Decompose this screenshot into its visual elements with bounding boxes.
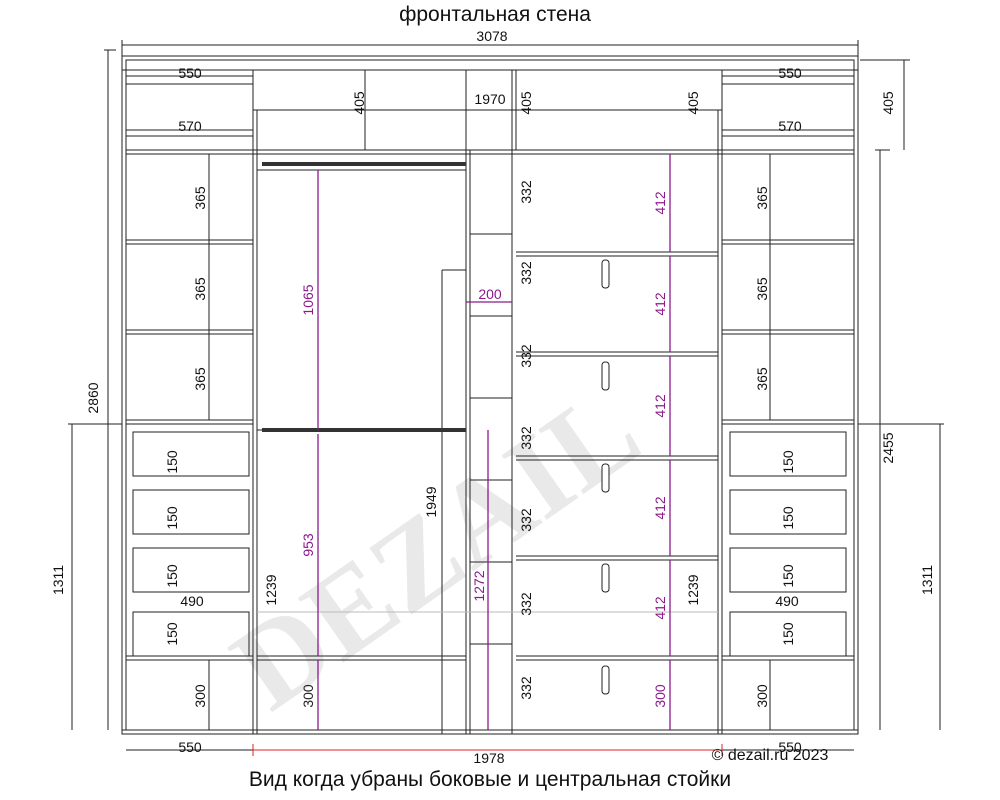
watermark: DEZAIL — [209, 362, 662, 735]
purple-measure-lines — [317, 154, 671, 730]
hanging-rails — [262, 162, 466, 432]
dim-right-drawer-3: 150 — [780, 564, 796, 588]
dim-right-center-4: 412 — [652, 496, 668, 520]
dim-long-hang: 1949 — [423, 486, 439, 517]
purple-labels: 1065 953 300 200 1272 412 412 412 412 41… — [300, 191, 668, 708]
dim-hang-lower: 953 — [300, 533, 316, 557]
dim-right-section-height: 1239 — [685, 574, 701, 605]
dim-left-shelf-3: 365 — [192, 367, 208, 391]
diagram-caption: Вид когда убраны боковые и центральная с… — [249, 768, 731, 791]
dim-top-left-width: 550 — [178, 65, 202, 81]
diagram-title: фронтальная стена — [399, 3, 591, 26]
dim-center-shelf-2: 332 — [518, 261, 534, 285]
dim-right-shelf-2: 365 — [754, 277, 770, 301]
dim-right-mid-width: 570 — [778, 118, 802, 134]
dim-bottom-right-width: 550 — [778, 739, 802, 755]
dim-right-drawer-1: 150 — [780, 450, 796, 474]
dim-right-shelf-1: 365 — [754, 186, 770, 210]
dim-right-lower-height: 1311 — [919, 565, 935, 595]
dim-left-section-height: 1239 — [263, 574, 279, 605]
dim-left-bottom: 300 — [192, 684, 208, 708]
dim-hang-bottom: 300 — [300, 684, 316, 708]
dim-center-shelf-3: 332 — [518, 344, 534, 368]
dim-left-mid-width: 570 — [178, 118, 202, 134]
dim-left-drawer-3: 150 — [164, 564, 180, 588]
dim-center-shelf-1: 332 — [518, 180, 534, 204]
dim-total-height: 2860 — [85, 382, 101, 413]
dim-left-drawer-4: 150 — [164, 622, 180, 646]
dim-right-total-height: 2455 — [880, 432, 896, 463]
dimension-labels: 550 550 1970 570 570 405 405 405 405 286… — [50, 65, 935, 755]
dim-center-shelf-6: 332 — [518, 592, 534, 616]
dim-narrow-height: 1272 — [471, 570, 487, 601]
dim-left-shelf-1: 365 — [192, 186, 208, 210]
dim-right-center-3: 412 — [652, 394, 668, 418]
dim-right-shelf-3: 365 — [754, 367, 770, 391]
watermark-text: DEZAIL — [209, 362, 662, 735]
red-dimension-line — [252, 744, 723, 756]
dim-right-center-5: 412 — [652, 596, 668, 620]
dim-top-right-width: 550 — [778, 65, 802, 81]
dim-right-bottom: 300 — [754, 684, 770, 708]
dim-bottom-center-width: 1978 — [473, 750, 504, 766]
dim-right-center-1: 412 — [652, 191, 668, 215]
dim-mezzanine-c: 405 — [685, 91, 701, 115]
dim-top-center-width: 1970 — [474, 91, 505, 107]
dim-right-drawer-4: 150 — [780, 622, 796, 646]
dim-right-center-2: 412 — [652, 292, 668, 316]
dim-left-shelf-2: 365 — [192, 277, 208, 301]
dim-narrow-width: 200 — [478, 286, 502, 302]
dim-right-drawer-2: 150 — [780, 506, 796, 530]
dim-center-shelf-7: 332 — [518, 676, 534, 700]
dim-left-drawer-2: 150 — [164, 506, 180, 530]
outline — [68, 40, 944, 751]
dim-bottom-left-width: 550 — [178, 739, 202, 755]
drawer-handles — [601, 259, 610, 695]
dim-right-top-height: 405 — [880, 91, 896, 115]
total-width-label: 3078 — [476, 28, 507, 44]
copyright-text: © dezail.ru 2023 — [712, 747, 829, 764]
dim-left-drawer-width: 490 — [180, 593, 204, 609]
dim-center-shelf-5: 332 — [518, 508, 534, 532]
dim-mezzanine-b: 405 — [518, 91, 534, 115]
dim-left-lower-height: 1311 — [50, 565, 66, 595]
dim-center-shelf-4: 332 — [518, 426, 534, 450]
dim-right-drawer-width: 490 — [775, 593, 799, 609]
dim-mezzanine-a: 405 — [351, 91, 367, 115]
dim-hang-upper: 1065 — [300, 284, 316, 315]
dim-left-drawer-1: 150 — [164, 450, 180, 474]
dim-right-center-bottom: 300 — [652, 684, 668, 708]
